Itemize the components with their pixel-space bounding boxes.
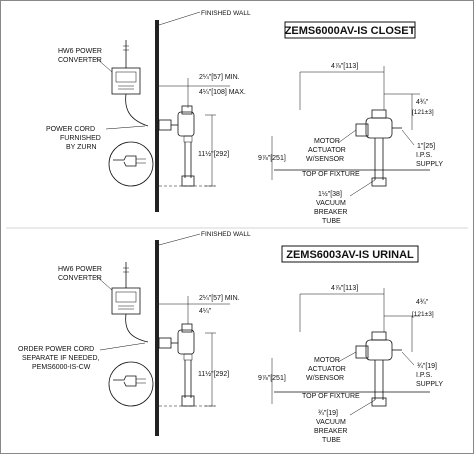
order-cord-label-line3: PEMS6000-IS-CW bbox=[32, 364, 91, 371]
closet-motor-line2: ACTUATOR bbox=[308, 147, 346, 154]
converter-label-line1: HW6 POWER bbox=[58, 48, 102, 55]
closet-supply-line1: I.P.S. bbox=[416, 152, 432, 159]
closet-title-box bbox=[284, 21, 416, 39]
finished-wall-label: FINISHED WALL bbox=[201, 10, 251, 17]
urinal-vb-size: ¾"[19] bbox=[318, 410, 338, 417]
closet-section: FINISHED WALL ZEMS6000AV-IS CLOSET HW6 P… bbox=[46, 10, 443, 225]
closet-vb-line1: VACUUM bbox=[316, 200, 346, 207]
urinal-dim-min: 2¼"[57] MIN. bbox=[199, 295, 240, 302]
closet-supply-line2: SUPPLY bbox=[416, 161, 443, 168]
cord-detail-circle bbox=[108, 361, 154, 407]
urinal-dim-left: 9⅞"[251] bbox=[258, 375, 286, 382]
power-cord-label-line2: FURNISHED bbox=[60, 135, 101, 142]
power-converter bbox=[111, 40, 141, 95]
closet-dim-left: 9⅞"[251] bbox=[258, 155, 286, 162]
closet-title: ZEMS6000AV-IS CLOSET bbox=[285, 25, 416, 37]
urinal-title-box bbox=[281, 245, 419, 263]
closet-flushometer-front bbox=[274, 66, 430, 187]
urinal-vb-line2: BREAKER bbox=[314, 428, 347, 435]
finished-wall bbox=[155, 240, 159, 436]
urinal-motor-line3: W/SENSOR bbox=[306, 375, 344, 382]
closet-vb-line2: BREAKER bbox=[314, 209, 347, 216]
cord-detail-circle bbox=[108, 141, 154, 187]
closet-top-fixture: TOP OF FIXTURE bbox=[302, 171, 360, 178]
urinal-supply-line1: I.P.S. bbox=[416, 372, 432, 379]
urinal-dim-top-width: 4⅞"[113] bbox=[331, 285, 358, 292]
urinal-supply-line2: SUPPLY bbox=[416, 381, 443, 388]
order-cord-label-line1: ORDER POWER CORD bbox=[18, 346, 94, 353]
urinal-motor-line1: MOTOR bbox=[314, 357, 340, 364]
converter-label-line1: HW6 POWER bbox=[58, 266, 102, 273]
closet-motor-line3: W/SENSOR bbox=[306, 156, 344, 163]
urinal-dim-right-mm: [121±3] bbox=[412, 311, 434, 318]
order-cord-label-line2: SEPARATE IF NEEDED, bbox=[22, 355, 100, 362]
urinal-top-fixture: TOP OF FIXTURE bbox=[302, 393, 360, 400]
finished-wall bbox=[155, 20, 159, 212]
urinal-title: ZEMS6003AV-IS URINAL bbox=[286, 249, 414, 261]
closet-dim-min: 2¼"[57] MIN. bbox=[199, 74, 240, 81]
converter-label-line2: CONVERTER bbox=[58, 57, 102, 64]
closet-motor-line1: MOTOR bbox=[314, 138, 340, 145]
closet-dim-max: 4¼"[108] MAX. bbox=[199, 89, 246, 96]
power-cord-label-line3: BY ZURN bbox=[66, 144, 97, 151]
closet-vb-size: 1½"[38] bbox=[318, 190, 342, 198]
closet-dim-top-width: 4⅞"[113] bbox=[331, 63, 358, 70]
urinal-vb-line1: VACUUM bbox=[316, 419, 346, 426]
finished-wall-label: FINISHED WALL bbox=[201, 231, 251, 238]
closet-dim-right-mm: [121±3] bbox=[412, 109, 434, 116]
urinal-section: FINISHED WALL ZEMS6003AV-IS URINAL HW6 P… bbox=[18, 231, 443, 444]
urinal-dim-right: 4¾" bbox=[416, 299, 429, 306]
urinal-motor-line2: ACTUATOR bbox=[308, 366, 346, 373]
closet-vb-line3: TUBE bbox=[322, 218, 341, 225]
power-cord-label-line1: POWER CORD bbox=[46, 126, 95, 133]
urinal-dim-height: 11½"[292] bbox=[198, 370, 229, 378]
closet-supply-size: 1"[25] bbox=[417, 143, 435, 150]
urinal-dim-max: 4¼" bbox=[199, 308, 212, 315]
urinal-supply-size: ¾"[19] bbox=[417, 363, 437, 370]
urinal-flushometer-front bbox=[274, 288, 430, 407]
closet-dim-height: 11½"[292] bbox=[198, 150, 229, 158]
converter-label-line2: CONVERTER bbox=[58, 275, 102, 282]
closet-dim-right: 4¾" bbox=[416, 99, 429, 106]
urinal-vb-line3: TUBE bbox=[322, 437, 341, 444]
